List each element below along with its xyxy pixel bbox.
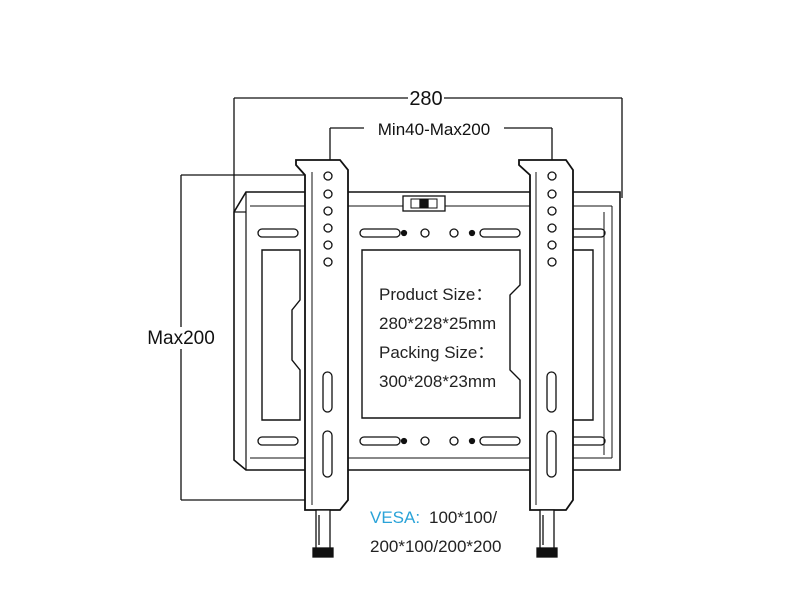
right-bracket-arm [518, 159, 574, 558]
vesa-line1: 100*100/ [429, 508, 497, 527]
right-safety-bolt [536, 509, 558, 558]
width-label: 280 [409, 88, 442, 110]
plate-bottom-holes [257, 436, 606, 446]
product-size-value: 280*228*25mm [379, 314, 496, 333]
vesa-line2: 200*100/200*200 [370, 537, 501, 556]
left-safety-bolt [312, 509, 334, 558]
packing-size-label: Packing Size： [379, 343, 494, 362]
plate-cutout-left [261, 249, 301, 421]
plate-cutout-center [361, 249, 521, 419]
vesa-label: VESA: [370, 508, 420, 527]
vesa-span-label: Min40-Max200 [378, 120, 490, 139]
plate-top-holes [257, 228, 606, 238]
spirit-level [402, 195, 446, 212]
packing-size-value: 300*208*23mm [379, 372, 496, 391]
left-bracket-arm [295, 159, 349, 558]
height-label: Max200 [147, 328, 215, 349]
product-size-label: Product Size： [379, 285, 492, 304]
